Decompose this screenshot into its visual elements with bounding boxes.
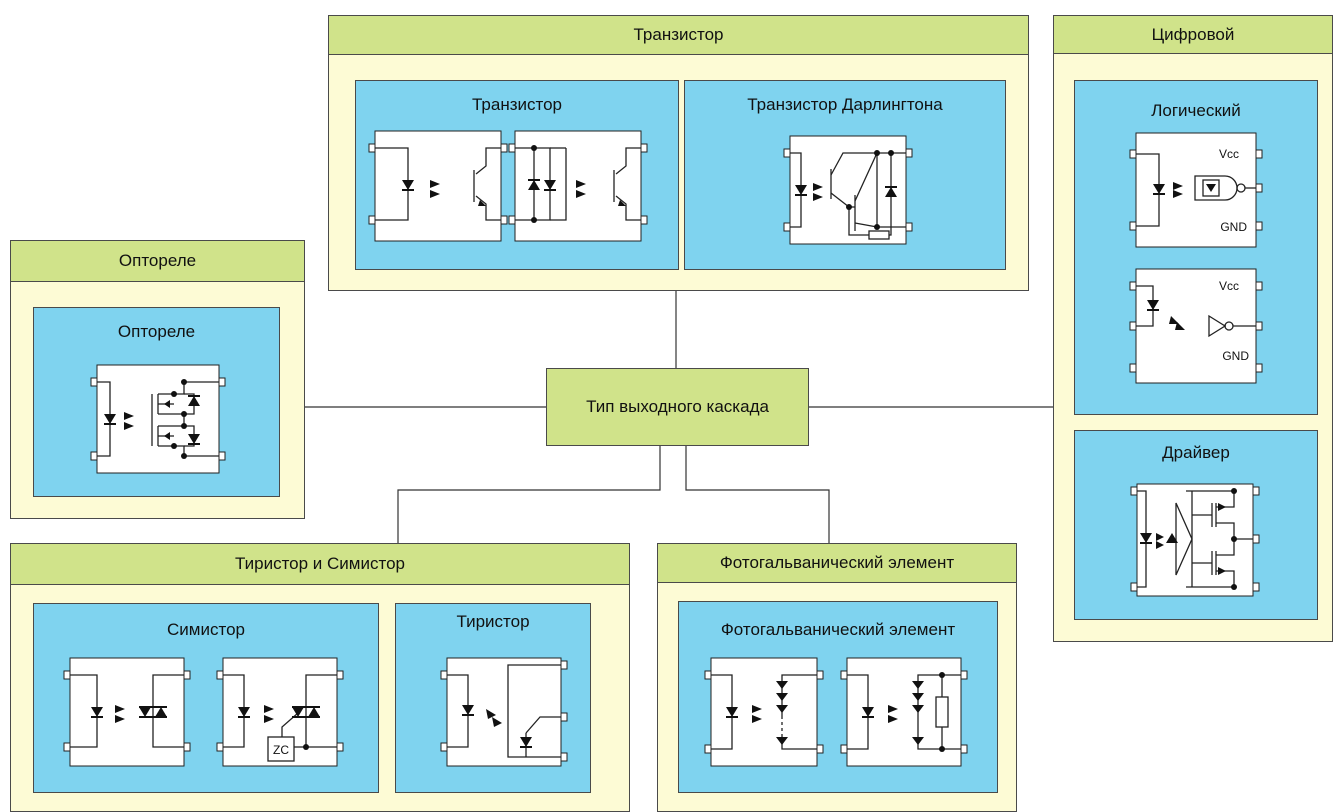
thyristor-symbol: [440, 657, 568, 767]
panel-triac-title: Симистор: [167, 620, 245, 639]
group-transistor-header: Транзистор: [329, 16, 1028, 55]
gnd-label-1: GND: [1220, 220, 1247, 234]
panel-transistor-title: Транзистор: [471, 95, 563, 114]
logic-inverter-symbol: Vcc GND: [1129, 268, 1263, 384]
group-photovoltaic-header: Фотогальванический элемент: [658, 544, 1016, 583]
group-transistor-title: Транзистор: [633, 25, 724, 44]
logic-gate-symbol: Vcc GND: [1129, 132, 1263, 248]
group-digital-title: Цифровой: [1151, 24, 1235, 44]
panel-thyristor-title: Тиристор: [456, 612, 530, 631]
triac-zero-cross-symbol: ZC: [216, 657, 344, 767]
phototransistor-ac-symbol: [508, 130, 648, 242]
group-digital-header: Цифровой: [1054, 16, 1332, 54]
output-stage-type-label: Тип выходного каскада: [586, 397, 769, 416]
photomos-relay-symbol: [90, 364, 226, 474]
group-photovoltaic-title: Фотогальванический элемент: [719, 553, 955, 572]
phototransistor-symbol: [368, 130, 508, 242]
panel-photovoltaic-title: Фотогальванический элемент: [720, 620, 956, 639]
vcc-label-1: Vcc: [1219, 147, 1239, 161]
group-thyristor-triac-title: Тиристор и Симистор: [235, 554, 405, 573]
panel-relay-title: Оптореле: [117, 322, 196, 341]
group-relay-title: Оптореле: [118, 251, 197, 270]
output-stage-type-node: Тип выходного каскада: [546, 368, 809, 446]
darlington-symbol: [783, 135, 913, 245]
panel-driver-title: Драйвер: [1162, 443, 1230, 462]
photovoltaic-resistor-symbol: [840, 657, 968, 767]
driver-symbol: [1130, 483, 1260, 597]
group-relay-header: Оптореле: [11, 241, 304, 282]
group-thyristor-triac-header: Тиристор и Симистор: [11, 544, 629, 585]
panel-logic-title: Логический: [1151, 101, 1241, 120]
photovoltaic-symbol: [704, 657, 824, 767]
vcc-label-2: Vcc: [1219, 279, 1239, 293]
triac-symbol: [63, 657, 191, 767]
zc-label: ZC: [273, 743, 289, 757]
panel-darlington-title: Транзистор Дарлингтона: [747, 95, 943, 114]
gnd-label-2: GND: [1222, 349, 1249, 363]
